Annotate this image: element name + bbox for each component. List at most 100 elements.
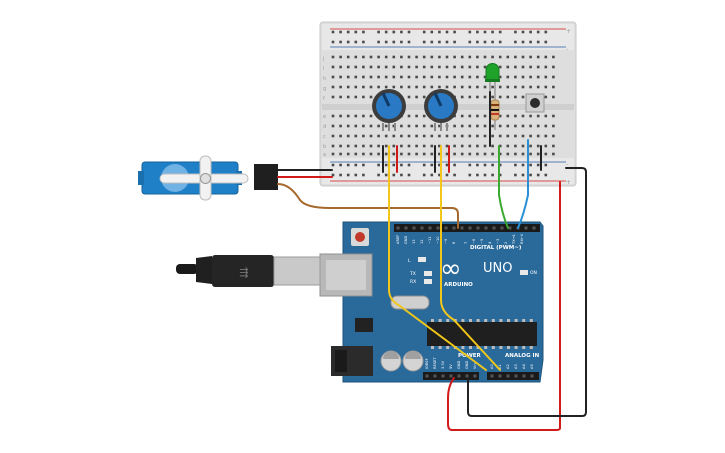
header-pin[interactable] [473, 374, 477, 378]
breadboard-hole[interactable] [514, 65, 517, 69]
breadboard-hole[interactable] [392, 40, 396, 44]
breadboard-hole[interactable] [506, 55, 510, 59]
breadboard-hole[interactable] [369, 55, 373, 59]
breadboard-hole[interactable] [354, 173, 358, 177]
breadboard-hole[interactable] [392, 144, 396, 148]
breadboard-hole[interactable] [544, 114, 548, 118]
breadboard-hole[interactable] [514, 173, 517, 177]
breadboard-hole[interactable] [392, 152, 396, 156]
breadboard-hole[interactable] [438, 85, 441, 89]
breadboard-hole[interactable] [331, 124, 335, 128]
breadboard-hole[interactable] [521, 173, 525, 177]
breadboard-hole[interactable] [339, 114, 342, 118]
breadboard-hole[interactable] [491, 134, 494, 138]
breadboard-hole[interactable] [400, 30, 403, 34]
breadboard-hole[interactable] [339, 65, 342, 69]
breadboard-hole[interactable] [506, 152, 510, 156]
breadboard-hole[interactable] [529, 85, 532, 89]
breadboard-hole[interactable] [415, 152, 418, 156]
breadboard-hole[interactable] [354, 124, 358, 128]
breadboard-hole[interactable] [453, 134, 456, 138]
breadboard-hole[interactable] [514, 40, 517, 44]
breadboard-hole[interactable] [377, 163, 380, 167]
breadboard-hole[interactable] [362, 163, 365, 167]
breadboard-hole[interactable] [536, 55, 540, 59]
breadboard-hole[interactable] [453, 152, 456, 156]
breadboard-hole[interactable] [438, 65, 441, 69]
breadboard-hole[interactable] [460, 152, 464, 156]
header-pin[interactable] [532, 226, 536, 230]
breadboard-hole[interactable] [422, 173, 426, 177]
breadboard-hole[interactable] [415, 95, 418, 99]
breadboard-hole[interactable] [438, 75, 441, 79]
breadboard-hole[interactable] [331, 114, 335, 118]
breadboard-hole[interactable] [536, 40, 540, 44]
breadboard-hole[interactable] [339, 75, 342, 79]
breadboard-hole[interactable] [369, 75, 373, 79]
breadboard-hole[interactable] [430, 173, 434, 177]
breadboard-hole[interactable] [430, 134, 434, 138]
breadboard-hole[interactable] [354, 163, 358, 167]
breadboard-hole[interactable] [468, 40, 472, 44]
breadboard-hole[interactable] [377, 30, 380, 34]
breadboard-hole[interactable] [331, 30, 335, 34]
breadboard-hole[interactable] [400, 40, 403, 44]
header-pin[interactable] [436, 226, 440, 230]
breadboard-hole[interactable] [415, 114, 418, 118]
breadboard-hole[interactable] [339, 85, 342, 89]
breadboard-hole[interactable] [468, 55, 472, 59]
breadboard-hole[interactable] [331, 55, 335, 59]
breadboard-hole[interactable] [346, 95, 350, 99]
breadboard-hole[interactable] [400, 75, 403, 79]
breadboard-hole[interactable] [552, 114, 555, 118]
breadboard-hole[interactable] [346, 30, 350, 34]
breadboard-hole[interactable] [331, 152, 335, 156]
breadboard-hole[interactable] [377, 55, 380, 59]
breadboard-hole[interactable] [468, 173, 472, 177]
breadboard-hole[interactable] [339, 40, 342, 44]
breadboard-hole[interactable] [362, 95, 365, 99]
breadboard-hole[interactable] [544, 65, 548, 69]
breadboard-hole[interactable] [339, 124, 342, 128]
breadboard-hole[interactable] [514, 163, 517, 167]
breadboard-hole[interactable] [438, 173, 441, 177]
breadboard-hole[interactable] [384, 40, 388, 44]
wire-led-signal[interactable] [498, 145, 509, 229]
wire-pot1-signal[interactable] [388, 145, 487, 371]
breadboard-hole[interactable] [339, 30, 342, 34]
breadboard-hole[interactable] [468, 95, 472, 99]
breadboard-hole[interactable] [506, 124, 510, 128]
breadboard-hole[interactable] [476, 75, 479, 79]
breadboard-hole[interactable] [407, 173, 411, 177]
breadboard-hole[interactable] [536, 30, 540, 34]
breadboard-hole[interactable] [422, 152, 426, 156]
breadboard-hole[interactable] [400, 163, 403, 167]
breadboard-hole[interactable] [445, 173, 449, 177]
breadboard-hole[interactable] [529, 173, 532, 177]
breadboard-hole[interactable] [460, 114, 464, 118]
breadboard-hole[interactable] [407, 55, 411, 59]
breadboard-hole[interactable] [346, 55, 350, 59]
header-pin[interactable] [412, 226, 416, 230]
breadboard-hole[interactable] [362, 40, 365, 44]
breadboard-hole[interactable] [331, 75, 335, 79]
breadboard-hole[interactable] [514, 144, 517, 148]
breadboard-hole[interactable] [514, 30, 517, 34]
breadboard-hole[interactable] [483, 85, 487, 89]
breadboard-hole[interactable] [422, 95, 426, 99]
breadboard-hole[interactable] [521, 114, 525, 118]
header-pin[interactable] [524, 226, 528, 230]
header-pin[interactable] [460, 226, 464, 230]
breadboard-hole[interactable] [498, 144, 502, 148]
breadboard-hole[interactable] [544, 173, 548, 177]
breadboard-hole[interactable] [460, 85, 464, 89]
breadboard-hole[interactable] [460, 95, 464, 99]
breadboard-hole[interactable] [346, 124, 350, 128]
breadboard-hole[interactable] [521, 95, 525, 99]
breadboard-hole[interactable] [422, 40, 426, 44]
breadboard-hole[interactable] [445, 163, 449, 167]
breadboard-hole[interactable] [544, 30, 548, 34]
breadboard-hole[interactable] [346, 134, 350, 138]
breadboard-hole[interactable] [476, 114, 479, 118]
breadboard-hole[interactable] [453, 173, 456, 177]
